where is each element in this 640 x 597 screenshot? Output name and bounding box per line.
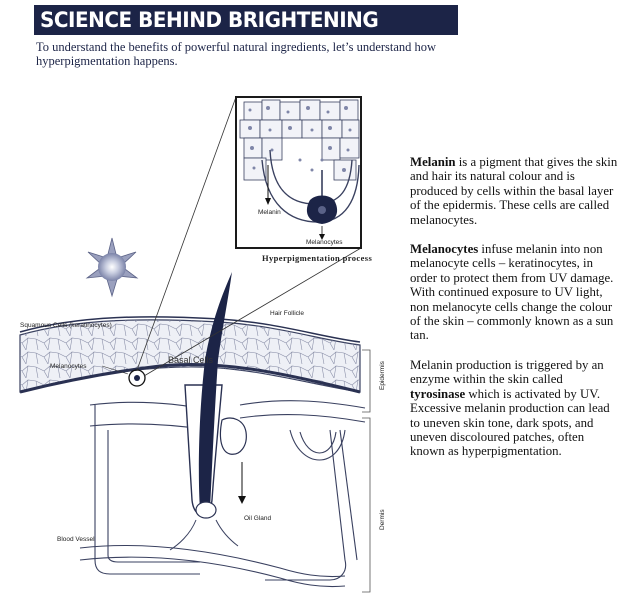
term-melanocytes: Melanocytes — [410, 242, 479, 257]
sun-icon — [85, 237, 139, 298]
dermis-label: Dermis — [379, 509, 386, 530]
paragraph-melanocytes: Melanocytes infuse melanin into non mela… — [410, 242, 614, 343]
intro-text: To understand the benefits of powerful n… — [36, 40, 506, 68]
paragraph-melanin: Melanin is a pigment that gives the skin… — [410, 155, 618, 227]
paragraph-tyrosinase: Melanin production is triggered by an en… — [410, 357, 610, 459]
oil-gland — [219, 417, 247, 504]
hair-follicle — [169, 272, 239, 551]
inset-melanin-label: Melanin — [258, 209, 281, 216]
layer-brackets — [362, 349, 371, 593]
epidermis-layer — [19, 316, 361, 394]
term-tyrosinase: tyrosinase — [410, 386, 466, 401]
title-banner: SCIENCE BEHIND BRIGHTENING — [34, 5, 458, 35]
squamous-cells-label: Squamous Cells (keratinocytes) — [20, 322, 112, 329]
intro-line-1: To understand the benefits of powerful n… — [36, 40, 437, 54]
melanocyte-callout — [101, 96, 362, 387]
epidermis-label: Epidermis — [379, 360, 386, 390]
basal-cells-label: Basal Cells — [168, 355, 214, 365]
intro-line-2: hyperpigmentation happens. — [36, 54, 178, 68]
page-title: SCIENCE BEHIND BRIGHTENING — [40, 8, 379, 32]
melanocytes-label: Melanocytes — [50, 363, 87, 370]
dermis-structures — [79, 400, 366, 588]
inset-caption: Hyperpigmentation process — [262, 253, 372, 263]
explanation-text: Melanin is a pigment that gives the skin… — [410, 155, 618, 474]
inset-melanocytes-label: Melanocytes — [306, 239, 343, 246]
hair-follicle-label: Hair Follicle — [270, 310, 304, 317]
hyperpigmentation-inset: Melanin Melanocytes — [235, 96, 362, 249]
term-melanin: Melanin — [410, 155, 456, 169]
oil-gland-label: Oil Gland — [244, 515, 271, 522]
blood-vessel-label: Blood Vessel — [57, 536, 95, 543]
